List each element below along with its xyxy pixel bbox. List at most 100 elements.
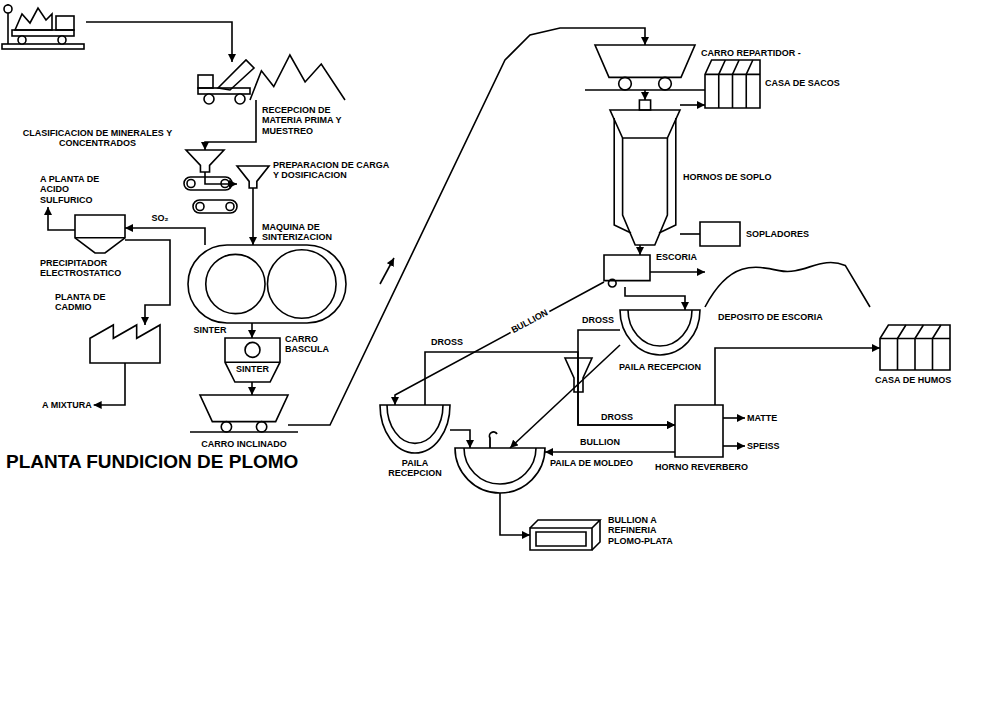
equipment-stroke [225, 361, 280, 363]
flow-arrow [251, 382, 253, 395]
flow-arrow [251, 323, 253, 338]
equipment-node: CARRO REPARTIDOR - [595, 45, 695, 90]
equipment-label: A PLANTA DE ACIDO SULFURICO [40, 174, 104, 205]
equipment-stroke [719, 74, 747, 108]
equipment-node: ESCORIA [604, 255, 650, 287]
equipment-label: HORNOS DE SOPLO [683, 172, 793, 182]
equipment-stroke [898, 339, 933, 371]
equipment-label: CASA DE HUMOS [875, 375, 965, 385]
equipment-label: PLANTA DE CADMIO [55, 292, 125, 313]
equipment-node: HORNOS DE SOPLO [610, 100, 680, 245]
equipment-outline [595, 45, 695, 90]
equipment-node: CARRO INCLINADO [200, 395, 288, 432]
stream-label: BULLION [508, 307, 551, 337]
equipment-outline [604, 255, 650, 287]
equipment-label: CARRO BASCULA [285, 334, 355, 355]
flow-arrow [650, 271, 705, 273]
equipment-label: HORNO REVERBERO [655, 462, 765, 472]
equipment-stroke [237, 166, 269, 188]
equipment-label: A MIXTURA [42, 400, 92, 410]
equipment-stroke [200, 395, 288, 422]
equipment-stroke [619, 77, 632, 90]
equipment-stroke [592, 520, 600, 550]
equipment-stroke [614, 118, 676, 233]
destination-node: SPEISS [745, 439, 782, 453]
flow-arrow [625, 287, 685, 310]
equipment-stroke [705, 60, 760, 108]
equipment-outline [188, 245, 346, 323]
equipment-label: MATTE [747, 413, 777, 423]
equipment-outline [225, 338, 280, 382]
equipment-stroke [186, 150, 224, 172]
equipment-node: CASA DE HUMOS [880, 325, 950, 370]
equipment-node: MAQUINA DE SINTERIZACION [188, 245, 346, 323]
equipment-stroke [610, 110, 680, 138]
stream-label: SINTER [191, 326, 228, 336]
equipment-stroke [256, 422, 266, 432]
equipment-node: PLANTA DE CADMIO [90, 325, 160, 363]
equipment-outline [705, 255, 870, 307]
equipment-stroke [620, 310, 700, 355]
direction-arrow [380, 258, 394, 284]
equipment-node: CASA DE SACOS [705, 60, 760, 108]
truck-scale [2, 4, 84, 49]
equipment-label: PAILA RECEPCION [612, 362, 708, 372]
equipment-node: PAILA RECEPCION [380, 405, 450, 453]
stream-label: DROSS [429, 338, 465, 348]
flow-arrow [715, 348, 880, 405]
equipment-stroke [659, 77, 672, 90]
flow-arrow [545, 451, 675, 453]
flow-arrow [94, 363, 125, 405]
equipment-stroke [206, 254, 265, 313]
equipment-stroke [604, 255, 650, 281]
equipment-stroke [464, 448, 536, 484]
equipment-stroke [595, 45, 695, 77]
flow-arrow [205, 100, 256, 150]
equipment-label: ESCORIA [656, 252, 716, 262]
equipment-outline [380, 405, 450, 453]
truck-route-arrow [86, 22, 232, 62]
stream-label: DROSS [599, 413, 635, 423]
equipment-outline [620, 310, 700, 355]
equipment-stroke [245, 342, 260, 357]
equipment-outline [75, 215, 125, 253]
conveyor-belt [193, 200, 237, 213]
ladle-hook [489, 432, 497, 448]
stream-label: DROSS [580, 316, 616, 326]
flow-arrow [395, 282, 604, 405]
equipment-outline [880, 325, 950, 370]
equipment-label: PRECIPITADOR ELECTROSTATICO [40, 258, 165, 279]
equipment-outline [675, 405, 723, 457]
flow-arrow [125, 240, 170, 325]
flow-arrow [252, 188, 254, 245]
equipment-label: SOPLADORES [746, 229, 826, 239]
equipment-stroke [898, 325, 941, 339]
equipment-stroke [90, 325, 160, 363]
equipment-label: PREPARACION DE CARGA Y DOSIFICACION [273, 160, 395, 181]
flow-arrow [205, 172, 237, 184]
flow-arrow [639, 245, 641, 255]
equipment-label: CARRO INCLINADO [194, 439, 294, 449]
equipment-stroke [623, 138, 668, 245]
equipment-label: CLASIFICACION DE MINERALES Y CONCENTRADO… [15, 128, 180, 149]
equipment-node: PAILA DE MOLDEO [455, 448, 545, 493]
flow-arrow [578, 330, 675, 425]
equipment-node: RECEPCION DE MATERIA PRIMA Y MUESTREO [250, 55, 345, 100]
equipment-stroke [380, 405, 450, 453]
equipment-outline [186, 150, 224, 172]
flow-arrow [125, 228, 205, 245]
equipment-stroke [221, 422, 231, 432]
flow-arrow [680, 233, 700, 235]
equipment-label: PAILA RECEPCION [380, 458, 450, 479]
equipment-node: DEPOSITO DE ESCORIA [705, 255, 870, 307]
flow-arrow [450, 430, 470, 448]
dump-truck [198, 60, 254, 104]
destination-node: A MIXTURA [40, 398, 94, 412]
equipment-stroke [530, 528, 592, 550]
equipment-outline [530, 520, 600, 550]
equipment-label: MAQUINA DE SINTERIZACION [262, 222, 362, 243]
equipment-outline [250, 55, 345, 100]
equipment-outline [455, 448, 545, 493]
equipment-node: CLASIFICACION DE MINERALES Y CONCENTRADO… [186, 150, 224, 172]
